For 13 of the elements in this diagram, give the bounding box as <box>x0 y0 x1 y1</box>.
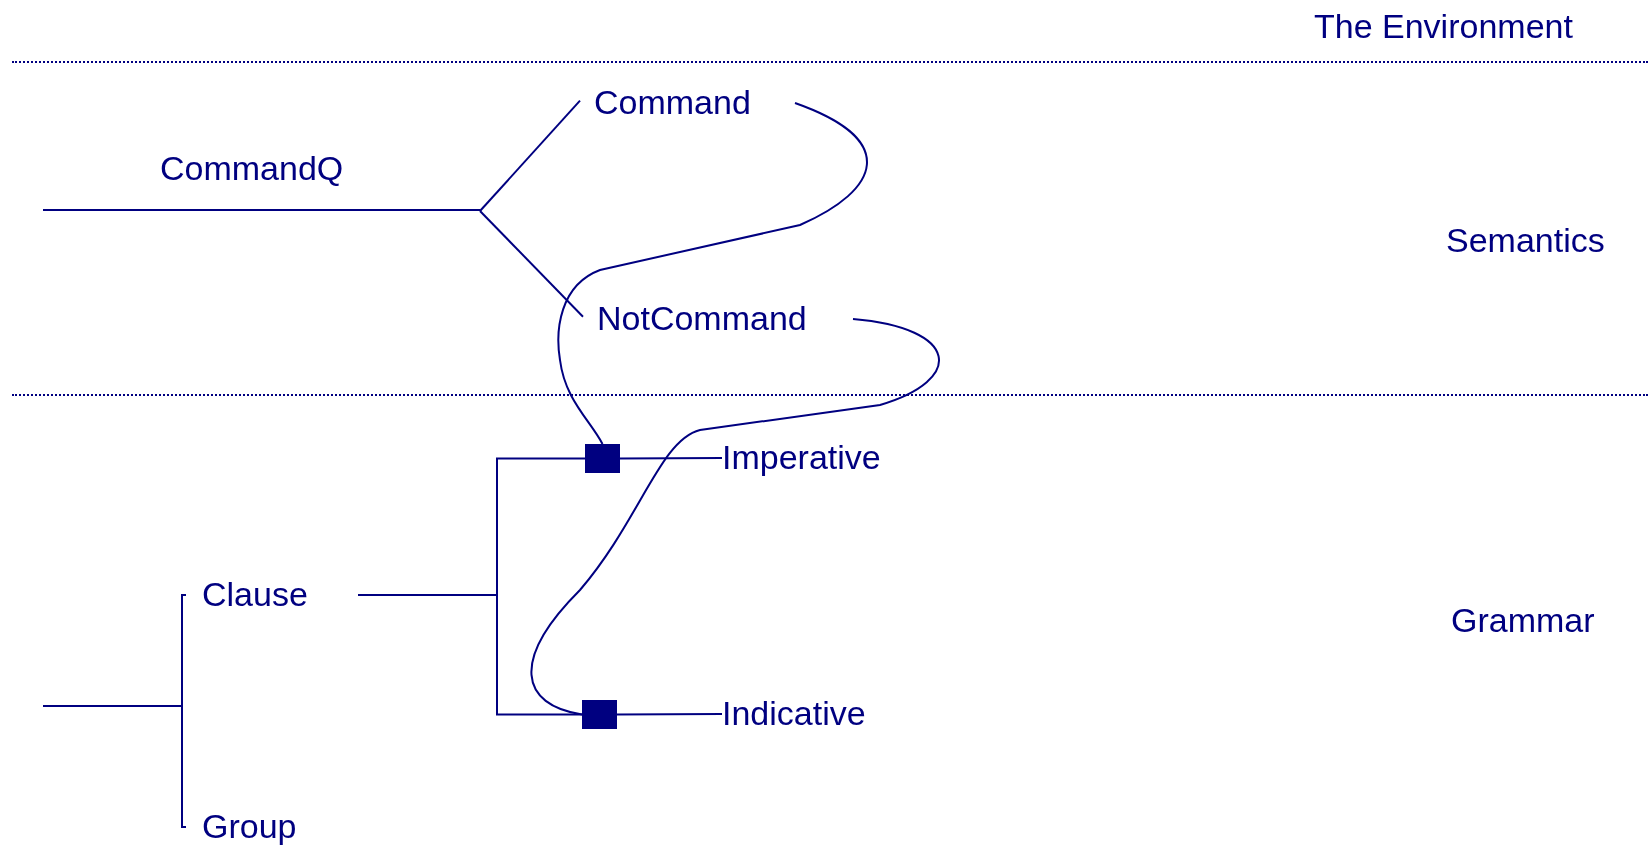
stratum-label: Semantics <box>1446 222 1605 260</box>
connector-line <box>619 457 723 460</box>
realization-square <box>582 700 617 729</box>
connector-line <box>479 210 584 318</box>
realization-curve <box>530 318 940 716</box>
connector-line <box>42 705 187 828</box>
connector-line <box>616 713 723 716</box>
stratum-label: The Environment <box>1314 8 1573 46</box>
stratum-label: Grammar <box>1451 602 1595 640</box>
realization-curve <box>557 102 868 445</box>
realization-square <box>585 444 620 473</box>
connector-line <box>479 99 581 212</box>
realization-curve <box>357 594 583 716</box>
